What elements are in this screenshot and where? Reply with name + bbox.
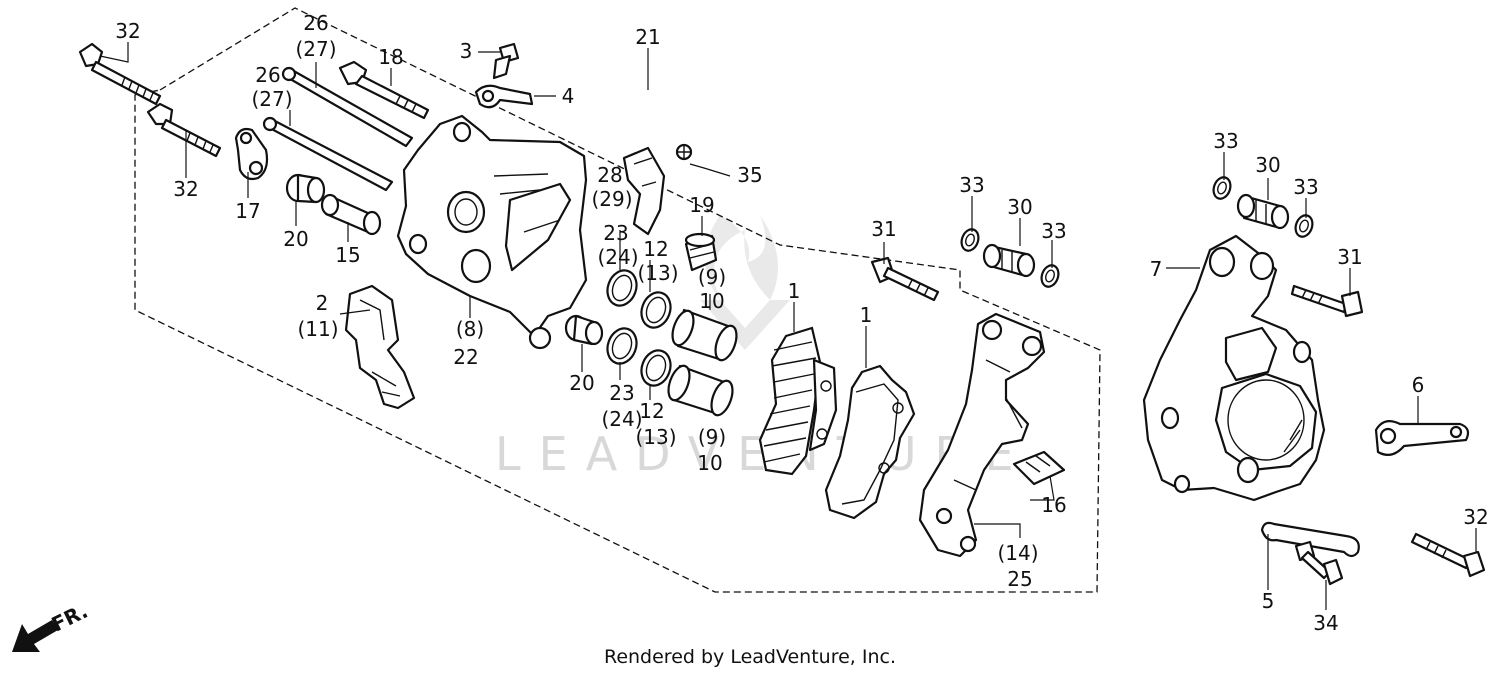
pin-26-lower bbox=[262, 116, 394, 192]
washer-33-center-right bbox=[1040, 264, 1060, 288]
callout-20-upper: 20 bbox=[283, 227, 308, 251]
callout-29: (29) bbox=[591, 187, 632, 211]
callout-15: 15 bbox=[335, 243, 360, 267]
callout-17: 17 bbox=[235, 199, 260, 223]
banjo-fitting-6 bbox=[1374, 419, 1470, 457]
bolt-18 bbox=[338, 60, 430, 120]
piston-10-upper bbox=[671, 308, 738, 362]
callout-6: 6 bbox=[1412, 373, 1425, 397]
assembly-boundary bbox=[134, 7, 1101, 593]
sleeve-30-center bbox=[982, 243, 1036, 278]
banjo-fitting-4 bbox=[474, 84, 534, 109]
clip-16 bbox=[1012, 450, 1066, 486]
callout-10-upper: 10 bbox=[699, 289, 724, 313]
callout-18: 18 bbox=[378, 45, 403, 69]
callout-13-upper: (13) bbox=[637, 261, 678, 285]
callout-9-lower: (9) bbox=[698, 425, 726, 449]
callout-13-lower: (13) bbox=[635, 425, 676, 449]
washer-33-right-left bbox=[1212, 176, 1232, 200]
front-direction-arrow-icon bbox=[12, 620, 58, 652]
callout-30-center: 30 bbox=[1007, 195, 1032, 219]
boot-19 bbox=[684, 232, 718, 272]
callout-24-lower: (24) bbox=[601, 407, 642, 431]
brake-pad-1-rear bbox=[824, 364, 916, 520]
bolt-32-top bbox=[78, 42, 162, 106]
sleeve-15 bbox=[320, 193, 382, 236]
callout-14: (14) bbox=[997, 541, 1038, 565]
piston-10-lower bbox=[667, 364, 734, 417]
pin-26-upper bbox=[281, 66, 414, 148]
seal-23-lower bbox=[606, 327, 638, 365]
callout-3: 3 bbox=[460, 39, 473, 63]
callout-23-lower: 23 bbox=[609, 381, 634, 405]
callout-26-mid: 26 bbox=[255, 63, 280, 87]
callout-28: 28 bbox=[597, 163, 622, 187]
callout-32-left: 32 bbox=[173, 177, 198, 201]
seal-12-lower bbox=[640, 349, 672, 387]
callout-4: 4 bbox=[562, 84, 575, 108]
bolt-32-left bbox=[146, 102, 222, 158]
leader-lines bbox=[99, 42, 1477, 610]
bolt-31-center bbox=[870, 256, 940, 302]
bleeder-valve-3 bbox=[492, 42, 520, 80]
pad-retainer-28 bbox=[622, 146, 666, 236]
washer-33-center-left bbox=[960, 228, 980, 252]
callout-11: (11) bbox=[297, 317, 338, 341]
callout-12-upper: 12 bbox=[643, 237, 668, 261]
caliper-bracket-14 bbox=[918, 312, 1046, 558]
callout-32-right: 32 bbox=[1463, 505, 1488, 529]
callout-9-upper: (9) bbox=[698, 265, 726, 289]
bolt-31-right bbox=[1290, 284, 1364, 318]
callout-33-right-left: 33 bbox=[1213, 129, 1238, 153]
render-credit: Rendered by LeadVenture, Inc. bbox=[603, 646, 897, 668]
boot-20-upper bbox=[285, 173, 326, 204]
callout-5: 5 bbox=[1262, 589, 1275, 613]
caliper-body-8 bbox=[396, 114, 588, 350]
seal-23-upper bbox=[606, 269, 638, 307]
callout-30-right: 30 bbox=[1255, 153, 1280, 177]
pad-spring-2 bbox=[344, 284, 416, 410]
callout-33-center-right: 33 bbox=[1041, 219, 1066, 243]
callout-32-top: 32 bbox=[115, 19, 140, 43]
callout-21: 21 bbox=[635, 25, 660, 49]
callout-26-top: 26 bbox=[303, 11, 328, 35]
callout-25: 25 bbox=[1007, 567, 1032, 591]
callout-16: 16 bbox=[1041, 493, 1066, 517]
callout-33-right-right: 33 bbox=[1293, 175, 1318, 199]
callout-34: 34 bbox=[1313, 611, 1338, 635]
caliper-assembly-7 bbox=[1142, 234, 1326, 502]
sleeve-30-right bbox=[1236, 193, 1290, 230]
callout-20-lower: 20 bbox=[569, 371, 594, 395]
bracket-17 bbox=[234, 127, 269, 181]
bolt-35 bbox=[675, 143, 693, 161]
callout-labels: 32 26 (27) 18 3 4 21 26 (27) 32 17 20 15… bbox=[115, 11, 1488, 635]
watermark-text: LEADVENTURE bbox=[495, 427, 1032, 481]
callout-22: 22 bbox=[453, 345, 478, 369]
boot-20-lower bbox=[564, 314, 604, 346]
callout-2: 2 bbox=[316, 291, 329, 315]
callout-10-lower: 10 bbox=[697, 451, 722, 475]
callout-12-lower: 12 bbox=[639, 399, 664, 423]
callout-8: (8) bbox=[456, 317, 484, 341]
seal-12-upper bbox=[640, 291, 672, 329]
callout-33-center-left: 33 bbox=[959, 173, 984, 197]
callout-35: 35 bbox=[737, 163, 762, 187]
washer-33-right-right bbox=[1294, 214, 1314, 238]
spring-clip-5 bbox=[1260, 521, 1360, 558]
bolt-32-right bbox=[1410, 532, 1486, 578]
callout-19: 19 bbox=[689, 193, 714, 217]
callout-24-upper: (24) bbox=[597, 245, 638, 269]
brake-pad-1-front bbox=[758, 326, 838, 476]
watermark-logo bbox=[700, 215, 790, 350]
callout-1-rear: 1 bbox=[860, 303, 873, 327]
callout-31-center: 31 bbox=[871, 217, 896, 241]
callout-27-top: (27) bbox=[295, 37, 336, 61]
bolt-34 bbox=[1294, 540, 1344, 586]
callout-31-right: 31 bbox=[1337, 245, 1362, 269]
callout-27-mid: (27) bbox=[251, 87, 292, 111]
callout-1-front: 1 bbox=[788, 279, 801, 303]
callout-23-upper: 23 bbox=[603, 221, 628, 245]
callout-7: 7 bbox=[1150, 257, 1163, 281]
